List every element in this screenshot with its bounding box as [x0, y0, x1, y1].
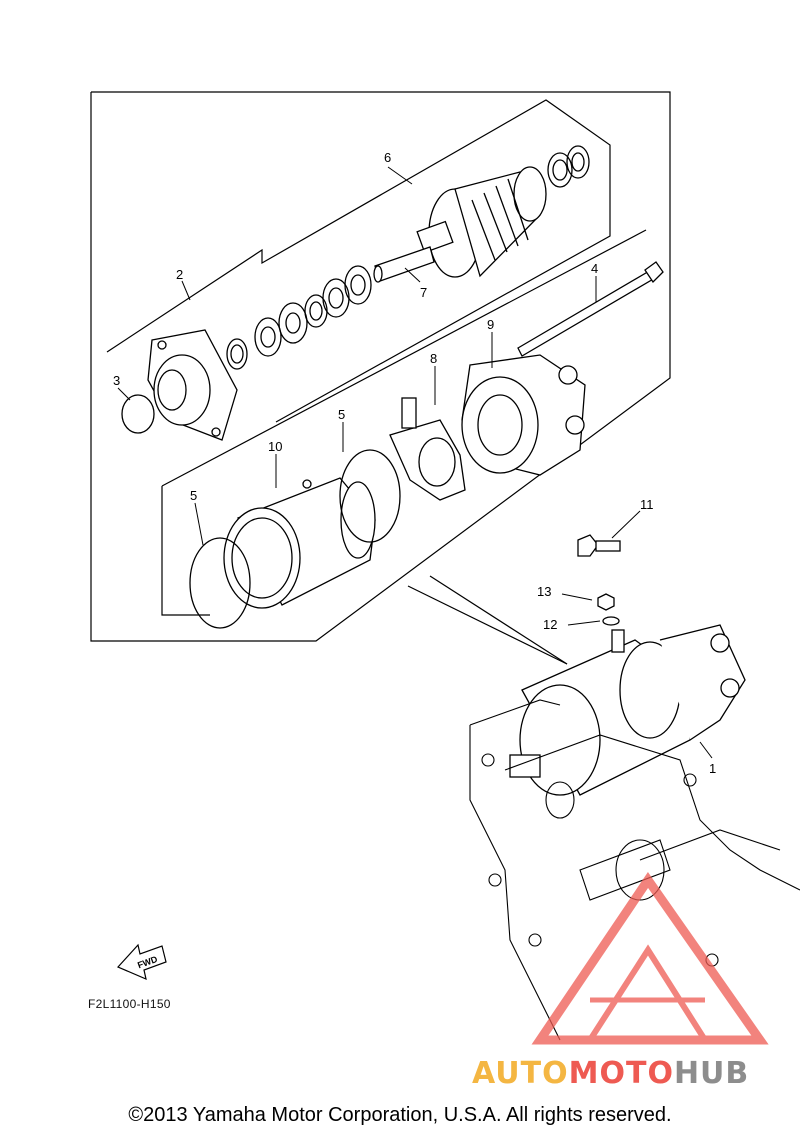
washers-left	[226, 265, 372, 370]
watermark-hub: HUB	[673, 1056, 750, 1091]
brush-holder-part8	[389, 397, 466, 501]
bracket-diagonal-2	[429, 575, 568, 665]
front-cover-part2	[147, 329, 238, 441]
callout-7: 7	[420, 285, 427, 300]
bracket-lower	[161, 486, 210, 616]
rear-cover-part9	[461, 354, 586, 476]
shaft-part7	[373, 246, 435, 283]
callout-1: 1	[709, 761, 716, 776]
callout-11: 11	[640, 497, 654, 512]
assembly-frame	[90, 91, 671, 642]
callout-3: 3	[113, 373, 120, 388]
armature-part6	[416, 166, 547, 278]
callout-4: 4	[591, 261, 598, 276]
bracket-diagonal	[161, 229, 647, 487]
callout-12: 12	[543, 617, 557, 632]
callout-2: 2	[176, 267, 183, 282]
o-ring-part3	[121, 394, 155, 434]
watermark-logo-icon	[531, 872, 769, 1045]
watermark-auto: AUTO	[472, 1056, 569, 1091]
callout-5-lower: 5	[190, 488, 197, 503]
callout-6: 6	[384, 150, 391, 165]
watermark-brand: AUTOMOTOHUB	[472, 1056, 749, 1091]
callout-10: 10	[268, 439, 282, 454]
o-ring-part5-left	[189, 537, 251, 629]
yoke-part10	[223, 477, 376, 609]
copyright-text: ©2013 Yamaha Motor Corporation, U.S.A. A…	[128, 1104, 672, 1126]
o-ring-part5-right	[339, 449, 401, 543]
starter-assembly-part1	[509, 624, 746, 796]
diagram-code: F2L1100-H150	[88, 997, 171, 1011]
callout-13: 13	[537, 584, 551, 599]
bracket-diagonal-3	[407, 585, 568, 665]
bolt-part11	[577, 534, 621, 557]
through-bolt-part4	[517, 261, 664, 357]
callout-9: 9	[487, 317, 494, 332]
callout-5-upper: 5	[338, 407, 345, 422]
washer-part12	[602, 616, 620, 626]
nut-part13	[597, 593, 615, 611]
engine-case	[469, 699, 800, 1041]
washers-right	[547, 145, 590, 188]
fwd-arrow-icon: FWD	[116, 943, 167, 981]
leader-lines	[117, 166, 713, 759]
bracket-upper	[106, 99, 611, 423]
watermark-moto: MOTO	[568, 1056, 674, 1091]
callout-8: 8	[430, 351, 437, 366]
